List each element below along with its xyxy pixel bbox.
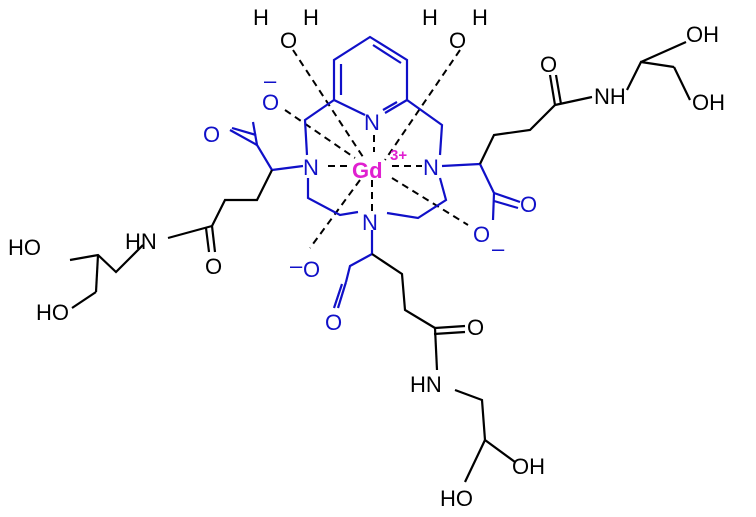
pyridine-n: N [364, 110, 380, 135]
bottom-hn: HN [410, 372, 442, 397]
n-left: N [303, 155, 319, 180]
left-hn: HN [125, 229, 157, 254]
right-nh: NH [594, 84, 626, 109]
bottom-minus: – [290, 253, 303, 278]
right-carbonyl-o: O [520, 192, 537, 217]
left-amide-o: O [205, 254, 222, 279]
bottom-carboxylate-o: O [303, 257, 320, 282]
bottom-ho: HO [440, 486, 473, 511]
left-ho-2: HO [36, 300, 69, 325]
right-minus: – [492, 236, 505, 261]
water2-o: O [449, 28, 466, 53]
left-minus: – [264, 68, 277, 93]
water2-h1: H [422, 5, 438, 30]
right-amide-o: O [540, 52, 557, 77]
gd-charge: 3+ [390, 147, 407, 164]
left-carbonyl-o: O [203, 122, 220, 147]
water2-h2: H [472, 5, 488, 30]
side-chains [69, 40, 691, 483]
bottom-amide-o: O [467, 315, 484, 340]
gd-symbol: Gd [352, 158, 383, 183]
n-bottom: N [362, 210, 378, 235]
right-carboxylate-o: O [473, 222, 490, 247]
atom-labels: H O H H O H N N N N Gd 3+ O – O O O – – … [8, 5, 725, 511]
water1-h1: H [253, 5, 269, 30]
water1-h2: H [303, 5, 319, 30]
left-ho-1: HO [8, 235, 41, 260]
right-oh-2: OH [692, 90, 725, 115]
macrocycle-core [229, 35, 521, 309]
water1-o: O [280, 28, 297, 53]
bottom-oh: OH [512, 454, 545, 479]
coordination-bonds [284, 49, 469, 249]
bottom-carbonyl-o: O [325, 310, 342, 335]
left-carboxylate-o: O [262, 90, 279, 115]
right-oh-1: OH [686, 22, 719, 47]
n-right: N [423, 155, 439, 180]
